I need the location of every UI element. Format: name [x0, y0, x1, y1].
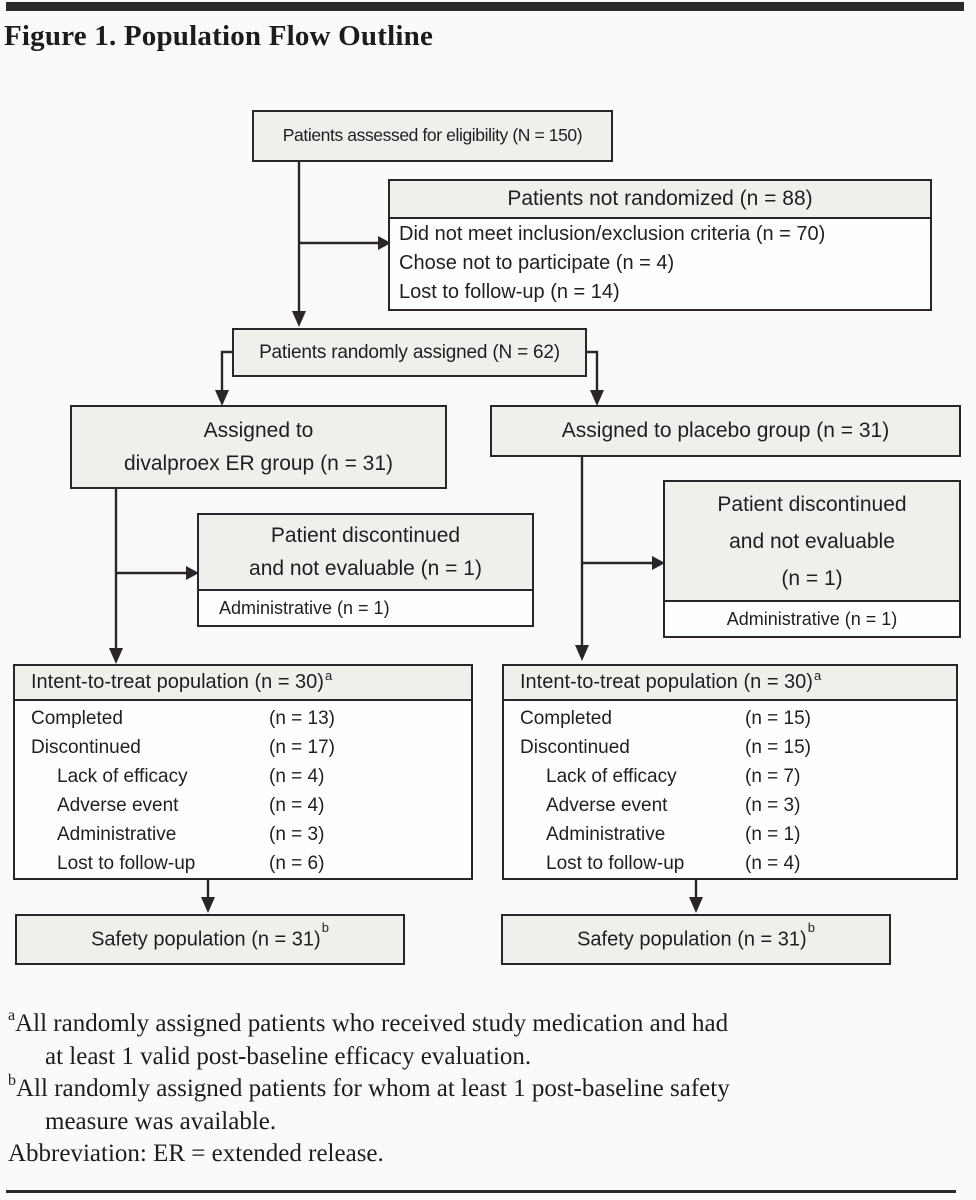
itt-row: Administrative(n = 3) [57, 824, 325, 845]
itt-divalproex-header-superscript: a [324, 668, 333, 684]
discontinued-divalproex-header: Patient discontinued and not evaluable (… [199, 515, 532, 591]
bottom-rule [6, 1190, 956, 1193]
itt-row: Lack of efficacy(n = 7) [546, 766, 801, 787]
arrowhead-down-right-safety [689, 897, 703, 913]
itt-row: Adverse event(n = 3) [546, 795, 801, 816]
box-itt-divalproex: Intent-to-treat population (n = 30)a Com… [13, 664, 473, 880]
box-assigned-placebo: Assigned to placebo group (n = 31) [490, 405, 961, 457]
discontinued-placebo-header: Patient discontinued and not evaluable (… [665, 482, 959, 602]
discontinued-placebo-header-line3: (n = 1) [781, 566, 843, 590]
itt-row: Completed(n = 13) [31, 708, 336, 729]
box-not-randomized: Patients not randomized (n = 88) Did not… [388, 179, 932, 311]
safety-divalproex-label: Safety population (n = 31)b [91, 920, 329, 951]
itt-placebo-header: Intent-to-treat population (n = 30)a [504, 666, 956, 701]
discontinued-divalproex-reason: Administrative (n = 1) [199, 591, 532, 625]
footnote-a-line1: aAll randomly assigned patients who rece… [8, 1006, 729, 1037]
eligibility-label: Patients assessed for eligibility (N = 1… [282, 125, 583, 146]
footnote-b-line1: bAll randomly assigned patients for whom… [8, 1071, 730, 1102]
assigned-divalproex-line2: divalproex ER group (n = 31) [123, 452, 394, 475]
arrowhead-down-placebo [590, 390, 604, 406]
itt-placebo-rows: Completed(n = 15) Discontinued(n = 15) L… [504, 701, 956, 878]
arrowhead-down-left-itt [109, 648, 123, 664]
itt-divalproex-rows: Completed(n = 13) Discontinued(n = 17) L… [15, 701, 471, 878]
itt-row: Completed(n = 15) [520, 708, 812, 729]
footnote-b-marker: b [8, 1071, 16, 1089]
randomized-label: Patients randomly assigned (N = 62) [259, 341, 560, 363]
itt-row: Lost to follow-up(n = 6) [57, 853, 325, 874]
box-itt-placebo: Intent-to-treat population (n = 30)a Com… [502, 664, 958, 880]
arrowhead-down-divalproex [215, 390, 229, 406]
connector-randomized-to-placebo [587, 350, 599, 392]
box-safety-placebo: Safety population (n = 31)b [501, 914, 891, 965]
footnote-a-line2: at least 1 valid post-baseline efficacy … [45, 1042, 532, 1070]
arrowhead-down-randomized [292, 311, 306, 327]
not-randomized-reasons: Did not meet inclusion/exclusion criteri… [390, 219, 930, 309]
itt-row: Administrative(n = 1) [546, 824, 801, 845]
box-assigned-divalproex: Assigned to divalproex ER group (n = 31) [70, 405, 447, 489]
discontinued-placebo-header-line1: Patient discontinued [717, 492, 907, 516]
footnote-b-line2: measure was available. [45, 1107, 277, 1135]
box-randomized: Patients randomly assigned (N = 62) [232, 328, 587, 377]
safety-placebo-label: Safety population (n = 31)b [577, 920, 815, 951]
safety-divalproex-superscript: b [321, 920, 329, 936]
box-discontinued-divalproex: Patient discontinued and not evaluable (… [197, 513, 534, 627]
not-randomized-reason: Lost to follow-up (n = 14) [399, 281, 620, 303]
discontinued-divalproex-header-line1: Patient discontinued [270, 524, 461, 547]
arrowhead-down-left-safety [201, 897, 215, 913]
discontinued-placebo-reason: Administrative (n = 1) [665, 602, 959, 636]
discontinued-divalproex-header-line2: and not evaluable (n = 1) [249, 557, 482, 580]
not-randomized-header: Patients not randomized (n = 88) [390, 181, 930, 219]
safety-placebo-superscript: b [807, 920, 815, 936]
discontinued-placebo-header-line2: and not evaluable [729, 529, 895, 553]
itt-divalproex-header: Intent-to-treat population (n = 30)a [15, 666, 471, 701]
box-eligibility: Patients assessed for eligibility (N = 1… [252, 110, 613, 162]
itt-row: Lack of efficacy(n = 4) [57, 766, 325, 787]
footnote-abbreviation: Abbreviation: ER = extended release. [8, 1140, 384, 1167]
footnote-a-marker: a [8, 1006, 16, 1024]
itt-row: Discontinued(n = 17) [31, 737, 336, 758]
footnotes: aAll randomly assigned patients who rece… [8, 1006, 968, 1171]
connector-randomized-to-divalproex [220, 350, 232, 392]
figure-title: Figure 1. Population Flow Outline [4, 20, 434, 52]
itt-row: Adverse event(n = 4) [57, 795, 325, 816]
not-randomized-reason: Chose not to participate (n = 4) [399, 252, 675, 274]
box-safety-divalproex: Safety population (n = 31)b [15, 914, 405, 965]
itt-row: Discontinued(n = 15) [520, 737, 812, 758]
itt-placebo-header-superscript: a [813, 668, 822, 684]
top-rule [6, 2, 964, 11]
not-randomized-reason: Did not meet inclusion/exclusion criteri… [399, 223, 826, 245]
arrowhead-down-right-itt [575, 645, 589, 661]
assigned-placebo-label: Assigned to placebo group (n = 31) [561, 418, 890, 442]
itt-row: Lost to follow-up(n = 4) [546, 853, 801, 874]
box-discontinued-placebo: Patient discontinued and not evaluable (… [663, 480, 961, 638]
assigned-divalproex-line1: Assigned to [203, 419, 314, 442]
